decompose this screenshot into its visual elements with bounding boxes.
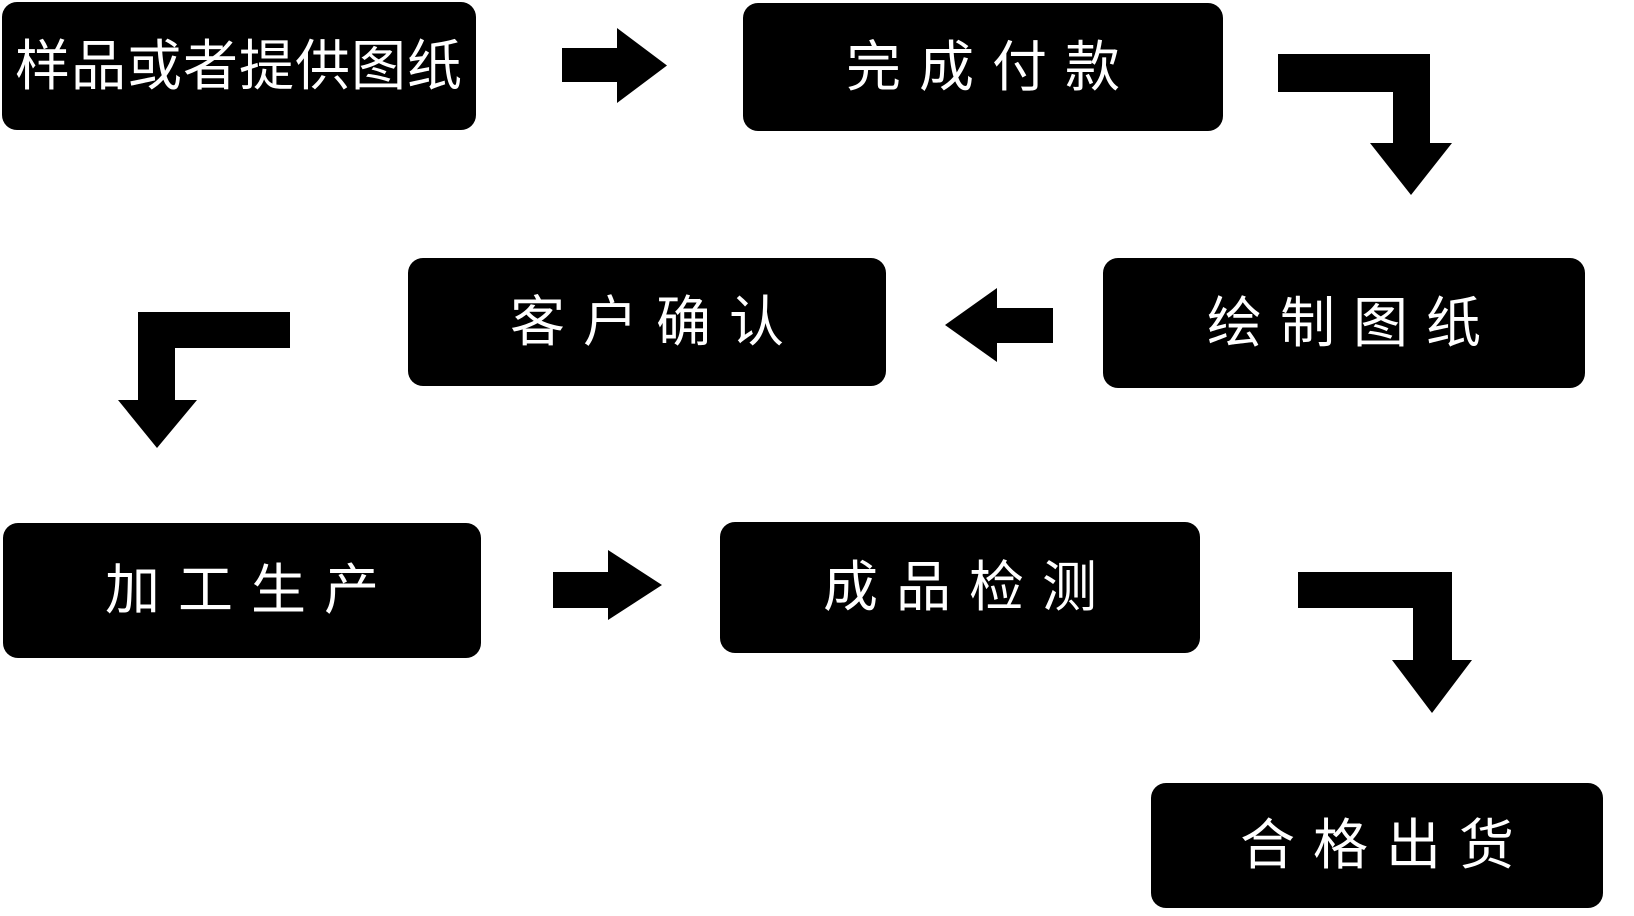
flow-node-label: 绘制图纸 [1206, 290, 1499, 355]
flow-node-label: 客户确认 [509, 289, 802, 354]
arrow-left-icon [945, 288, 1053, 362]
flow-node-complete-payment: 完成付款 [743, 3, 1223, 131]
flow-node-label: 完成付款 [845, 34, 1138, 99]
flow-node-processing-production: 加工生产 [3, 523, 481, 658]
flow-node-label: 合格出货 [1239, 813, 1532, 877]
arrow-elbow-right-down-icon [1298, 572, 1472, 713]
flow-node-draw-drawing: 绘制图纸 [1103, 258, 1585, 388]
flow-node-label: 样品或者提供图纸 [14, 33, 463, 98]
arrow-elbow-right-down-icon [1278, 54, 1452, 195]
flow-node-finished-product-inspection: 成品检测 [720, 522, 1200, 653]
flow-node-qualified-shipment: 合格出货 [1151, 783, 1603, 908]
flow-node-sample-or-provide-drawing: 样品或者提供图纸 [2, 2, 476, 130]
arrow-right-icon [562, 28, 667, 103]
flow-node-label: 成品检测 [822, 555, 1115, 619]
arrow-right-icon [553, 550, 662, 620]
flow-node-customer-confirm: 客户确认 [408, 258, 886, 386]
arrow-elbow-left-down-icon [118, 312, 290, 448]
flow-node-label: 加工生产 [104, 558, 397, 622]
